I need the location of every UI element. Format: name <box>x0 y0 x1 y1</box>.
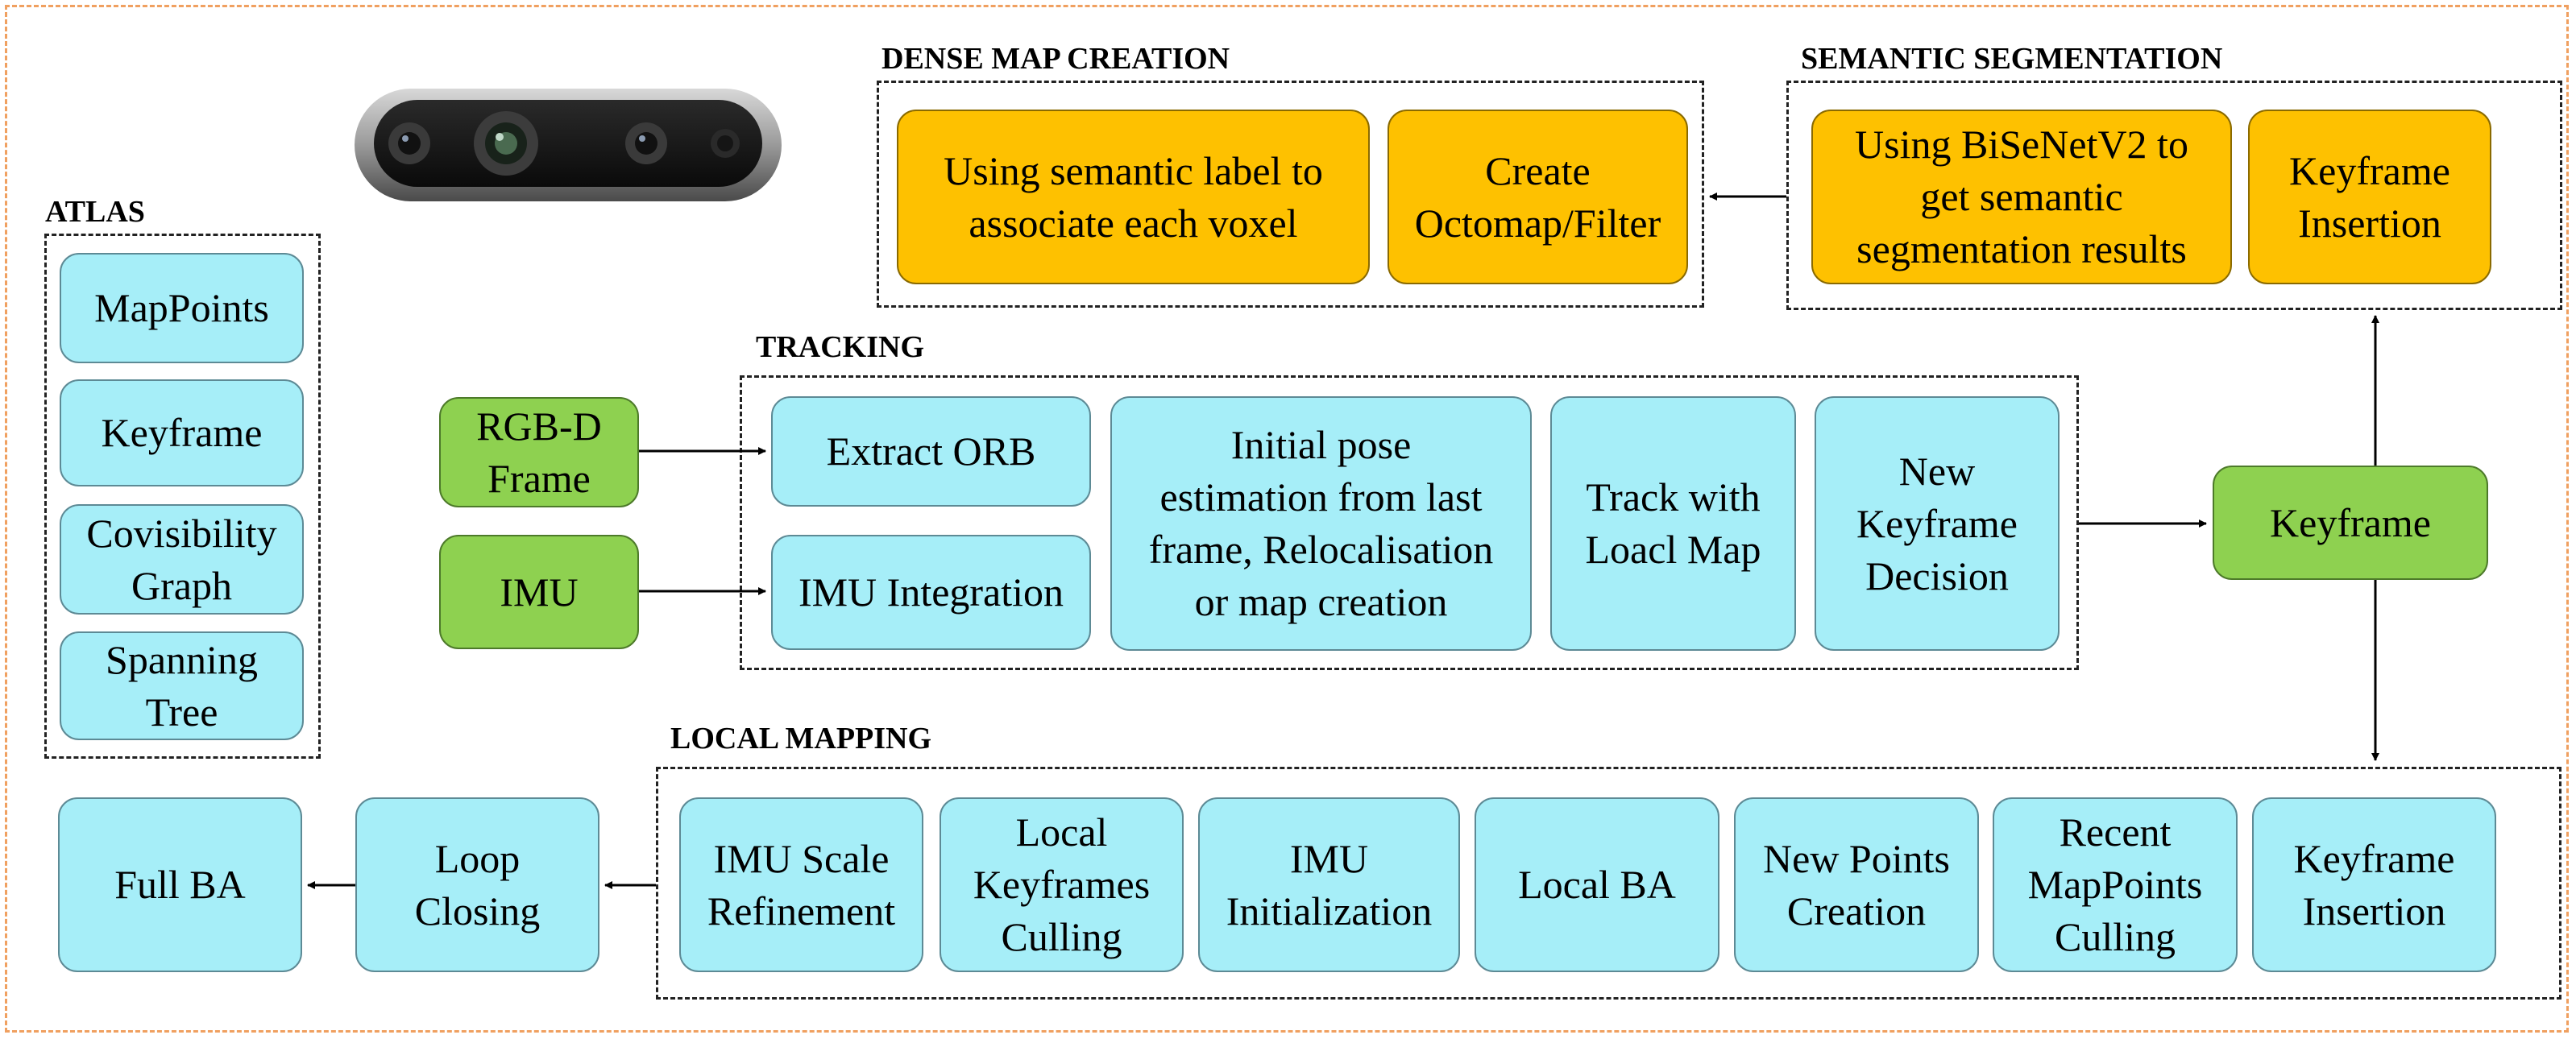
tracking-item-imu-integration: IMU Integration <box>771 535 1091 650</box>
atlas-item-spanning-tree: Spanning Tree <box>60 631 304 740</box>
local-mapping-group <box>656 767 2561 1000</box>
local-mapping-item-new-points-creation: New Points Creation <box>1734 797 1979 972</box>
dense-map-label: DENSE MAP CREATION <box>881 42 1230 76</box>
tracking-item-track-local-map: Track with Loacl Map <box>1550 396 1796 651</box>
loop-closing-node: Loop Closing <box>355 797 599 972</box>
depth-camera-image <box>355 89 782 201</box>
dense-map-item-associate-voxel: Using semantic label to associate each v… <box>897 110 1370 284</box>
tracking-item-initial-pose-estimation: Initial pose estimation from last frame,… <box>1110 396 1532 651</box>
tracking-label: TRACKING <box>756 330 925 364</box>
local-mapping-item-imu-scale-refinement: IMU Scale Refinement <box>679 797 923 972</box>
full-ba-node: Full BA <box>58 797 302 972</box>
keyframe-node: Keyframe <box>2213 466 2488 580</box>
outer-frame <box>5 5 2569 1033</box>
semantic-group <box>1786 81 2562 310</box>
atlas-group <box>44 234 321 759</box>
atlas-item-mappoints: MapPoints <box>60 253 304 363</box>
semantic-item-keyframe-insertion: Keyframe Insertion <box>2248 110 2491 284</box>
local-mapping-item-local-keyframes-culling: Local Keyframes Culling <box>940 797 1184 972</box>
local-mapping-item-recent-mappoints-culling: Recent MapPoints Culling <box>1993 797 2238 972</box>
rgbd-frame-input: RGB-D Frame <box>439 397 639 507</box>
imu-input: IMU <box>439 535 639 649</box>
atlas-item-covisibility-graph: Covisibility Graph <box>60 504 304 615</box>
local-mapping-item-imu-initialization: IMU Initialization <box>1198 797 1460 972</box>
dense-map-item-create-octomap: Create Octomap/Filter <box>1388 110 1688 284</box>
dense-map-group <box>877 81 1704 308</box>
tracking-item-extract-orb: Extract ORB <box>771 396 1091 507</box>
atlas-item-keyframe: Keyframe <box>60 379 304 486</box>
tracking-item-new-keyframe-decision: New Keyframe Decision <box>1815 396 2060 651</box>
atlas-label: ATLAS <box>45 195 145 229</box>
local-mapping-item-local-ba: Local BA <box>1475 797 1719 972</box>
local-mapping-label: LOCAL MAPPING <box>670 722 932 755</box>
local-mapping-item-keyframe-insertion: Keyframe Insertion <box>2252 797 2496 972</box>
semantic-label: SEMANTIC SEGMENTATION <box>1801 42 2223 76</box>
semantic-item-bisenetv2: Using BiSeNetV2 to get semantic segmenta… <box>1811 110 2232 284</box>
tracking-group <box>740 375 2079 670</box>
